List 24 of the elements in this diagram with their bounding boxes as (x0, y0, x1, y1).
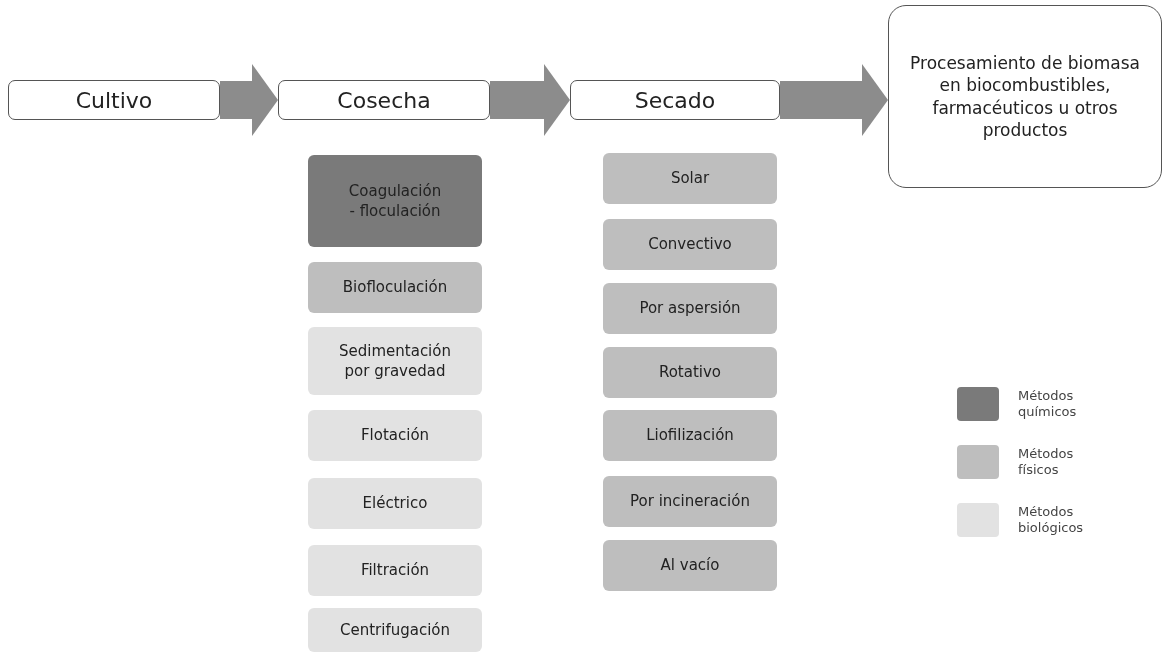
stage-box: Cultivo (8, 80, 220, 120)
method-box: Convectivo (603, 219, 777, 270)
method-box: Centrifugación (308, 608, 482, 652)
stage-box: Cosecha (278, 80, 490, 120)
stage-box: Secado (570, 80, 780, 120)
method-box: Filtración (308, 545, 482, 596)
block-arrow (490, 64, 570, 136)
legend-label: Métodos físicos (1018, 446, 1075, 478)
method-box: Al vacío (603, 540, 777, 591)
method-box: Solar (603, 153, 777, 204)
method-box: Coagulación - floculación (308, 155, 482, 247)
method-box: Biofloculación (308, 262, 482, 313)
legend-label: Métodos químicos (1018, 388, 1078, 420)
method-box: Flotación (308, 410, 482, 461)
method-box: Sedimentación por gravedad (308, 327, 482, 395)
method-box: Eléctrico (308, 478, 482, 529)
method-box: Por incineración (603, 476, 777, 527)
block-arrow (780, 64, 888, 136)
output-box: Procesamiento de biomasa en biocombustibles, farmacéuticos u otros productos (888, 5, 1162, 188)
method-box: Liofilización (603, 410, 777, 461)
method-box: Por aspersión (603, 283, 777, 334)
legend-label: Métodos biológicos (1018, 504, 1085, 536)
method-box: Rotativo (603, 347, 777, 398)
block-arrow (220, 64, 278, 136)
